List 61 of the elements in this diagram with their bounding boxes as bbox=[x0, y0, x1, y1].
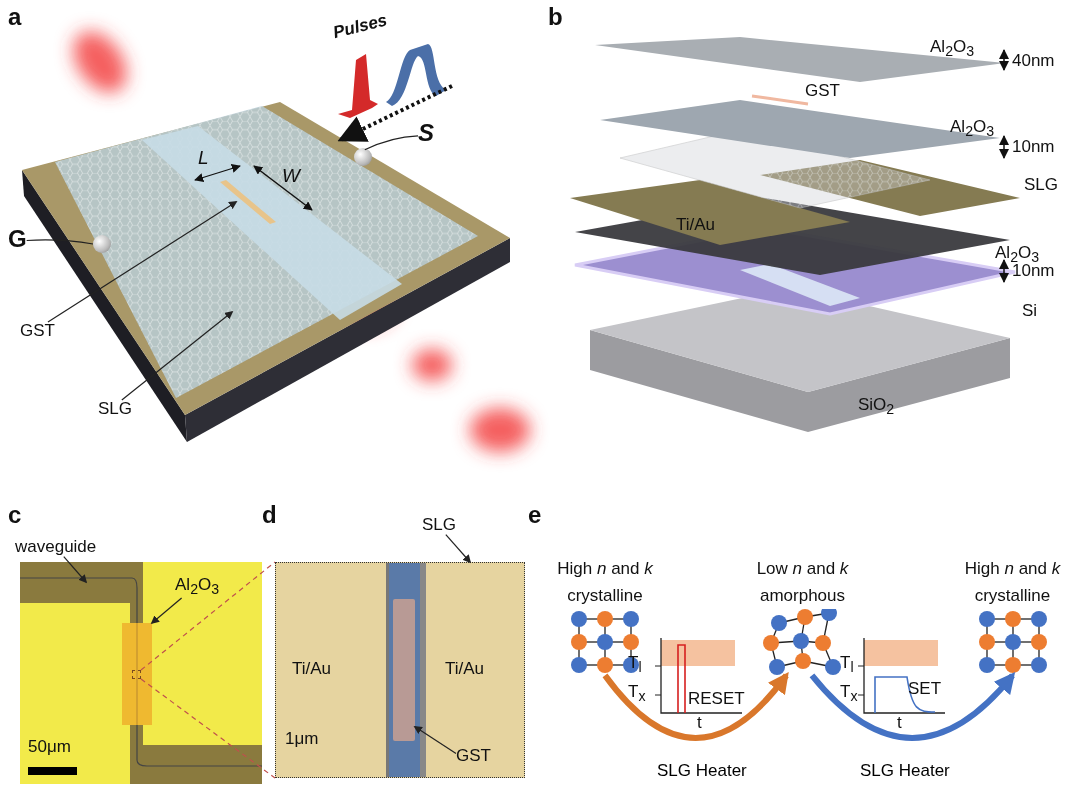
gst-strip bbox=[218, 178, 278, 226]
part-label: RESET bbox=[688, 690, 745, 709]
part-label: GST bbox=[805, 82, 840, 101]
property-label: Low n and k bbox=[755, 560, 850, 579]
gst-region bbox=[393, 599, 415, 741]
part-label: SET bbox=[908, 680, 942, 699]
part-label: Al$_{2}$O$_{3}$ bbox=[950, 118, 995, 140]
callout-label: waveguide bbox=[15, 538, 97, 557]
part-label: SLG bbox=[1024, 176, 1059, 195]
leader-line bbox=[364, 135, 419, 151]
zoom-frame bbox=[132, 670, 141, 679]
pulses-label: Pulses bbox=[331, 11, 390, 43]
part-label: Ti/Au bbox=[445, 660, 485, 679]
micrograph-panel bbox=[275, 562, 525, 778]
property-label: High n and k bbox=[556, 560, 654, 579]
callout-label: GST bbox=[20, 322, 55, 341]
dimension-label: L bbox=[198, 148, 209, 169]
phase-name: amorphous bbox=[758, 586, 847, 606]
dimension-label: W bbox=[282, 166, 300, 187]
part-label: T$_{l}$ bbox=[628, 654, 642, 676]
part-label: SiO$_{2}$ bbox=[858, 396, 895, 418]
callout-label: S bbox=[418, 120, 434, 147]
part-label: t bbox=[897, 714, 902, 733]
leader-line bbox=[47, 201, 238, 323]
leader-line bbox=[63, 556, 88, 584]
callout-label: G bbox=[8, 226, 27, 253]
cover-patch bbox=[122, 623, 152, 725]
part-label: Si bbox=[1022, 302, 1038, 321]
panel-letter: a bbox=[8, 4, 22, 31]
curved-arrow bbox=[602, 672, 789, 741]
part-label: 40nm bbox=[1012, 52, 1055, 71]
part-label: T$_{x}$ bbox=[628, 683, 646, 705]
curved-arrow bbox=[809, 672, 1016, 741]
phase-name: crystalline bbox=[566, 586, 644, 606]
panel-letter: e bbox=[528, 502, 542, 529]
panel-letter: d bbox=[262, 502, 277, 529]
part-label: 10nm bbox=[1012, 262, 1055, 281]
part-label: t bbox=[697, 714, 702, 733]
part-label: T$_{l}$ bbox=[840, 654, 854, 676]
leader-line bbox=[413, 725, 457, 755]
callout-label: SLG bbox=[98, 400, 133, 419]
part-label: Ti/Au bbox=[676, 216, 716, 235]
panel-letter: c bbox=[8, 502, 22, 529]
part-label: 50μm bbox=[28, 738, 71, 757]
phase-name: crystalline bbox=[973, 586, 1052, 606]
leader-line bbox=[26, 239, 94, 245]
panel-letter: b bbox=[548, 4, 563, 31]
callout-label: Al$_{2}$O$_{3}$ bbox=[175, 576, 220, 598]
property-label: High n and k bbox=[963, 560, 1062, 579]
leader-line bbox=[121, 310, 234, 401]
leader-line bbox=[150, 597, 183, 625]
part-label: 10nm bbox=[1012, 138, 1055, 157]
callout-label: SLG bbox=[422, 516, 457, 535]
part-label: T$_{x}$ bbox=[840, 683, 858, 705]
callout-label: GST bbox=[456, 747, 491, 766]
leader-line bbox=[445, 534, 472, 564]
zoom-line bbox=[140, 678, 276, 779]
part-label: 1μm bbox=[285, 730, 319, 749]
part-label: Ti/Au bbox=[292, 660, 332, 679]
zoom-line bbox=[140, 561, 276, 671]
part-label: Al$_{2}$O$_{3}$ bbox=[930, 38, 975, 60]
